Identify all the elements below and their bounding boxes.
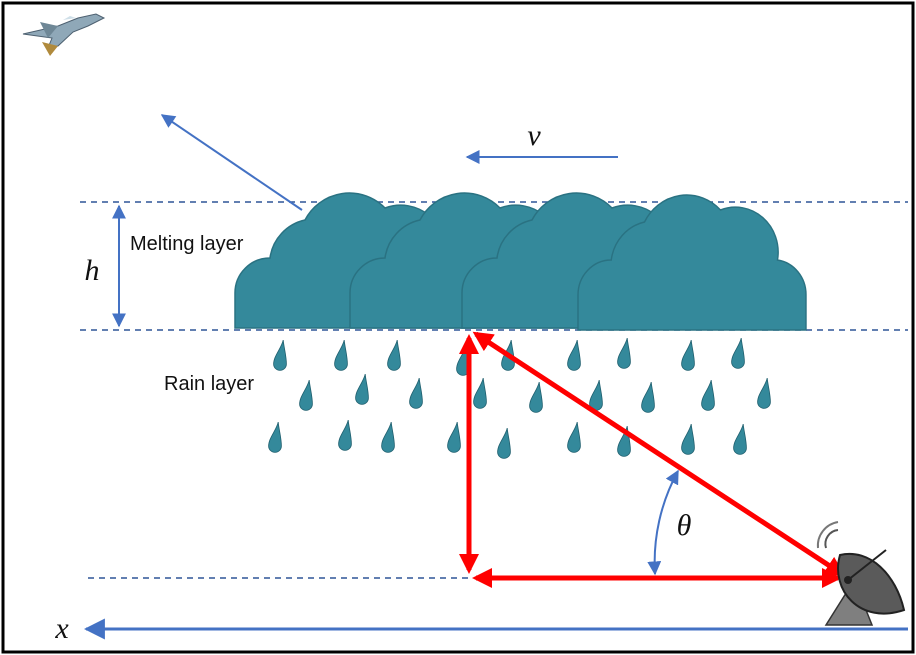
height-label: h [85, 254, 100, 287]
raindrop [731, 338, 745, 369]
raindrop [701, 380, 715, 411]
raindrop [447, 422, 461, 453]
angle-arc [647, 469, 679, 576]
angle-label: θ [677, 509, 692, 542]
fighter-jet-icon [22, 13, 106, 56]
raindrop [733, 424, 747, 455]
raindrop [355, 374, 369, 405]
raindrop [473, 378, 487, 409]
raindrop [681, 424, 695, 455]
raindrop [299, 380, 313, 411]
raindrop [268, 422, 282, 453]
raindrop [617, 338, 631, 369]
raindrop [338, 420, 352, 451]
raindrop [757, 378, 771, 409]
rain-layer-label: Rain layer [164, 373, 254, 395]
raindrop [589, 380, 603, 411]
melting-layer-label: Melting layer [130, 233, 244, 255]
raindrop [567, 422, 581, 453]
raindrop [381, 422, 395, 453]
slant-red-arrow [472, 331, 846, 577]
raindrop [529, 382, 543, 413]
raindrop [273, 340, 287, 371]
raindrop [641, 382, 655, 413]
scatter-direction-arrow [160, 114, 303, 211]
raindrop [567, 340, 581, 371]
raindrop-group [268, 338, 771, 459]
radar-dish-icon [816, 521, 906, 626]
raindrop [497, 428, 511, 459]
velocity-label: v [527, 119, 541, 152]
x-axis-label: x [54, 612, 69, 645]
raindrop [681, 340, 695, 371]
raindrop [387, 340, 401, 371]
raindrop [334, 340, 348, 371]
raindrop [409, 378, 423, 409]
cloud-group [234, 192, 807, 331]
